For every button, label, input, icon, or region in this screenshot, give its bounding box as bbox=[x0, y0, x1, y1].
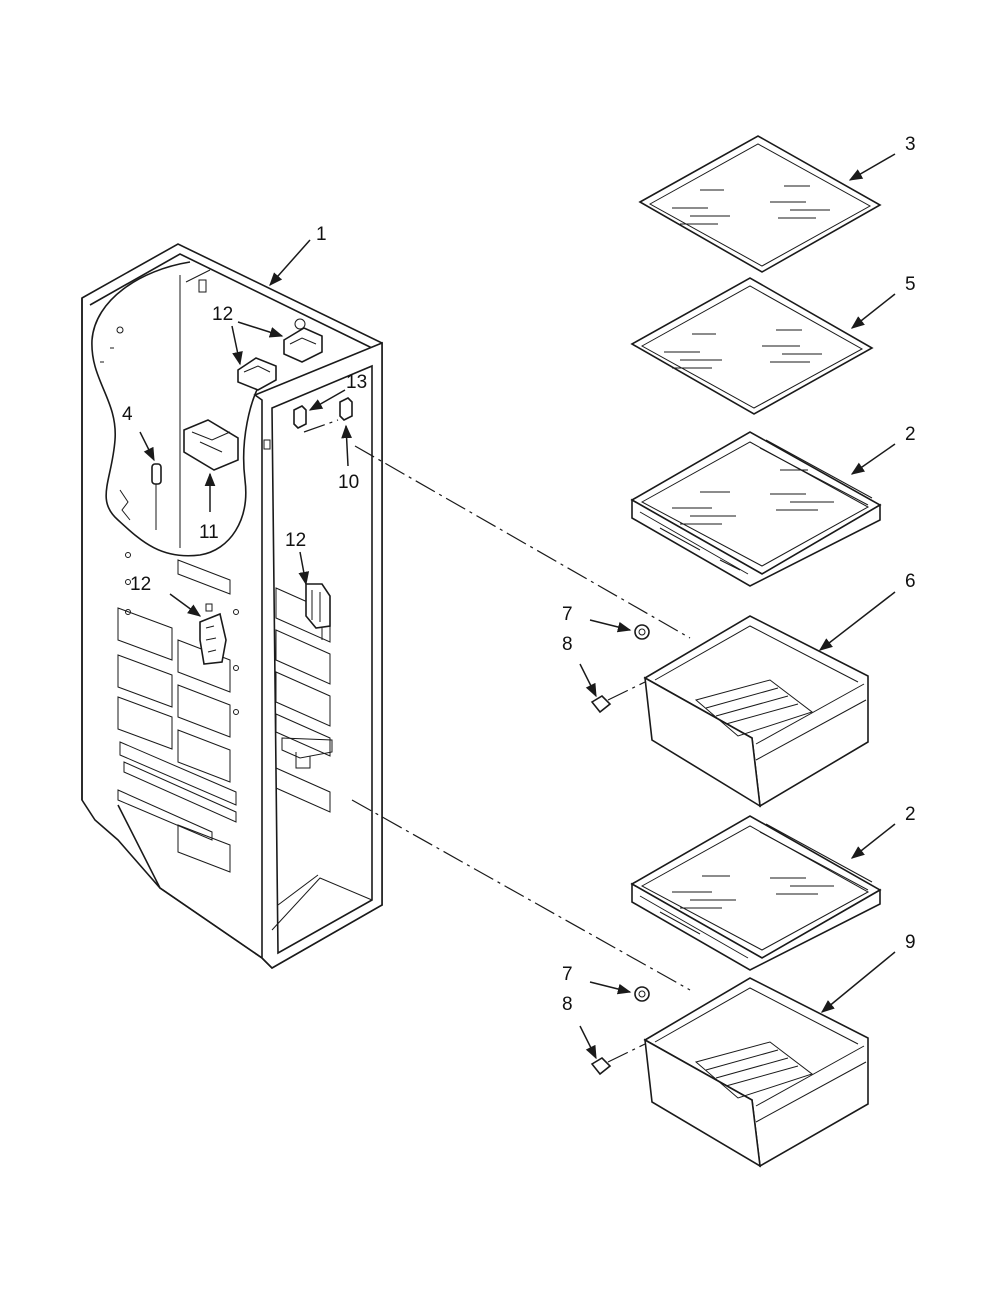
crisper-drawer-9 bbox=[643, 977, 869, 1168]
callout-8-upper: 8 bbox=[562, 634, 573, 655]
callout-10: 10 bbox=[338, 472, 359, 493]
callout-13: 13 bbox=[346, 372, 367, 393]
callout-5: 5 bbox=[905, 274, 916, 295]
pin-8-lower bbox=[590, 1056, 612, 1076]
crisper-drawer-6 bbox=[643, 615, 869, 808]
pin-8-upper bbox=[590, 694, 612, 714]
callout-2-upper: 2 bbox=[905, 424, 916, 445]
callout-7-upper: 7 bbox=[562, 604, 573, 625]
refrigerator-liner bbox=[81, 243, 383, 969]
roller-7-lower bbox=[634, 986, 650, 1002]
housing-12-top bbox=[237, 318, 323, 391]
callout-labels: 1 3 5 2 6 2 9 7 8 7 8 4 11 12 13 10 12 1… bbox=[122, 134, 916, 1015]
callout-2-lower: 2 bbox=[905, 804, 916, 825]
clip-13 bbox=[293, 405, 307, 429]
bracket-11 bbox=[183, 419, 239, 471]
callout-11: 11 bbox=[199, 522, 219, 543]
callout-12-left: 12 bbox=[130, 574, 151, 595]
glass-shelf-3 bbox=[638, 135, 882, 273]
callout-3: 3 bbox=[905, 134, 916, 155]
module-12-right bbox=[305, 583, 331, 640]
roller-7-upper bbox=[634, 624, 650, 640]
clip-10 bbox=[339, 397, 353, 421]
module-12-left bbox=[199, 603, 227, 665]
crisper-cover-2-upper bbox=[630, 431, 882, 587]
vent-slots-right bbox=[275, 587, 331, 813]
callout-12-top: 12 bbox=[212, 304, 233, 325]
callout-6: 6 bbox=[905, 571, 916, 592]
sensor-tube-4 bbox=[151, 463, 162, 530]
vent-slots-left bbox=[117, 552, 239, 873]
crisper-cover-2-lower bbox=[630, 815, 882, 971]
callout-4: 4 bbox=[122, 404, 133, 425]
leader-arrows bbox=[139, 153, 896, 1060]
callout-8-lower: 8 bbox=[562, 994, 573, 1015]
callout-7-lower: 7 bbox=[562, 964, 573, 985]
callout-12-right: 12 bbox=[285, 530, 306, 551]
callout-9: 9 bbox=[905, 932, 916, 953]
glass-shelf-5 bbox=[630, 277, 874, 415]
callout-1: 1 bbox=[316, 224, 327, 245]
